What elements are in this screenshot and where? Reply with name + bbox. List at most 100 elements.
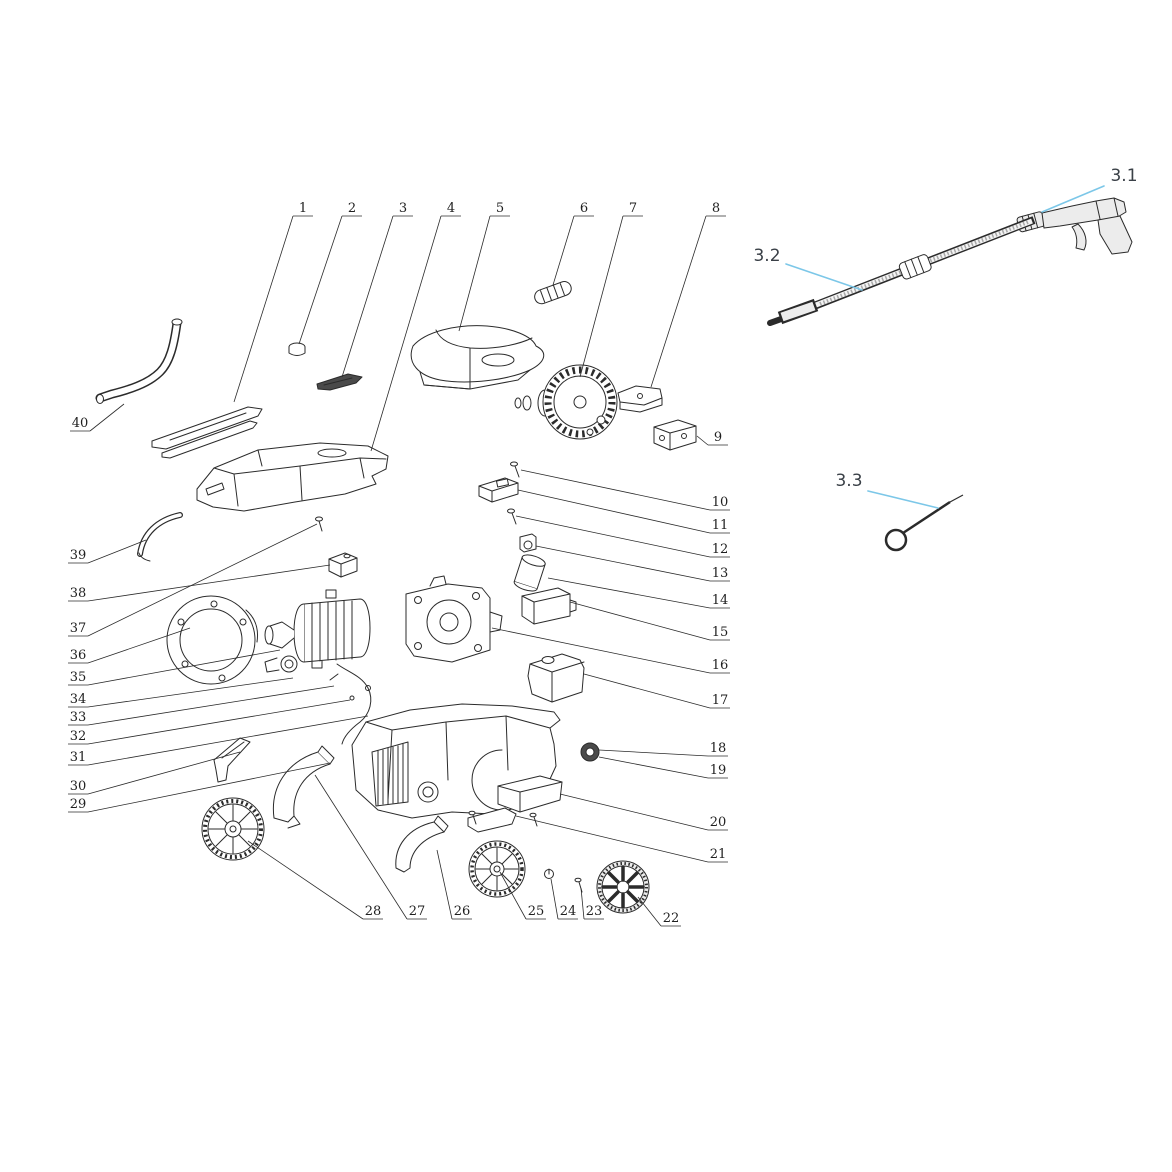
part-plug-24 <box>544 868 554 879</box>
callout-number-11: 11 <box>712 518 729 533</box>
callout-number-36: 36 <box>70 648 87 663</box>
callout-number-29: 29 <box>70 797 87 812</box>
callout-30: 30 <box>68 751 241 795</box>
part-bottom-cover-21 <box>467 807 538 833</box>
section-labels-layer: 3.1 3.2 3.3 <box>753 166 1138 509</box>
section-number-3.1: 3.1 <box>1110 166 1137 186</box>
callout-29: 29 <box>68 762 331 813</box>
part-top-cover <box>410 325 545 390</box>
callout-36: 36 <box>68 627 191 664</box>
part-wheel-front <box>468 840 526 898</box>
callout-23: 23 <box>580 887 604 920</box>
callout-number-27: 27 <box>409 904 426 919</box>
callout-number-18: 18 <box>710 741 727 756</box>
callout-number-8: 8 <box>712 201 720 216</box>
callout-5: 5 <box>458 201 510 332</box>
callout-number-7: 7 <box>629 201 637 216</box>
part-bracket-9 <box>653 419 697 451</box>
part-strap <box>137 512 183 562</box>
callout-14: 14 <box>547 577 730 609</box>
part-cap <box>288 342 306 356</box>
part-cap-knob <box>580 742 600 762</box>
callout-1: 1 <box>233 201 313 403</box>
callout-number-17: 17 <box>712 693 729 708</box>
callout-22: 22 <box>637 896 681 927</box>
part-capacitor-14 <box>513 554 546 592</box>
callout-9: 9 <box>696 430 728 446</box>
callout-4: 4 <box>370 201 461 452</box>
part-pump-bracket <box>405 575 503 663</box>
callout-number-9: 9 <box>714 430 722 445</box>
callout-number-1: 1 <box>299 201 307 216</box>
part-motor <box>264 589 371 673</box>
callout-number-31: 31 <box>70 750 87 765</box>
callout-17: 17 <box>583 673 730 709</box>
part-lance <box>767 216 1036 326</box>
part-switch-box-38 <box>328 552 358 578</box>
part-handle-grip <box>151 406 263 459</box>
part-detergent-tank <box>527 653 585 703</box>
callout-37: 37 <box>68 523 318 637</box>
section-label-3.1: 3.1 <box>1041 166 1138 213</box>
part-upper-housing <box>196 442 389 512</box>
callout-6: 6 <box>552 201 594 286</box>
callout-20: 20 <box>559 793 728 831</box>
part-tray-15 <box>521 587 577 625</box>
callout-number-30: 30 <box>70 779 87 794</box>
part-bracket-8 <box>617 385 663 413</box>
callout-16: 16 <box>491 627 730 674</box>
callout-number-10: 10 <box>712 495 729 510</box>
part-hose-reel <box>514 364 618 440</box>
callout-number-25: 25 <box>528 904 545 919</box>
callout-number-34: 34 <box>70 692 87 707</box>
callout-33: 33 <box>68 685 335 726</box>
callout-number-40: 40 <box>72 416 89 431</box>
callout-15: 15 <box>569 601 730 641</box>
callout-number-16: 16 <box>712 658 729 673</box>
part-cleaning-pin <box>884 494 964 552</box>
callout-10: 10 <box>520 469 730 511</box>
part-fender-27 <box>272 745 335 829</box>
callout-number-3: 3 <box>399 201 407 216</box>
callout-number-12: 12 <box>712 542 729 557</box>
callout-number-32: 32 <box>70 729 87 744</box>
section-number-3.3: 3.3 <box>835 471 862 491</box>
part-screw-37 <box>315 516 323 532</box>
callout-number-6: 6 <box>580 201 588 216</box>
callout-13: 13 <box>535 545 730 582</box>
exploded-art-layer <box>95 197 1133 914</box>
callout-number-23: 23 <box>586 904 603 919</box>
callout-number-5: 5 <box>496 201 504 216</box>
callout-number-22: 22 <box>663 911 680 926</box>
part-spray-gun <box>1016 197 1133 255</box>
callout-19: 19 <box>598 756 728 779</box>
part-screw-12 <box>507 508 517 525</box>
callout-2: 2 <box>298 201 362 345</box>
callout-38: 38 <box>68 564 331 602</box>
section-number-3.2: 3.2 <box>753 246 780 266</box>
callout-26: 26 <box>436 849 472 920</box>
part-bottom-cover-20 <box>497 775 563 813</box>
callout-18: 18 <box>598 741 728 757</box>
part-motor-housing <box>166 595 258 685</box>
callout-28: 28 <box>247 840 383 920</box>
callout-number-2: 2 <box>348 201 356 216</box>
callout-number-39: 39 <box>70 548 87 563</box>
callout-27: 27 <box>314 774 427 920</box>
part-screw-10 <box>510 461 520 478</box>
section-label-3.3: 3.3 <box>835 471 939 509</box>
callout-number-4: 4 <box>447 201 455 216</box>
callout-number-15: 15 <box>712 625 729 640</box>
callout-35: 35 <box>68 649 281 686</box>
part-wheel-left <box>201 797 265 861</box>
callout-12: 12 <box>515 515 730 558</box>
callout-21: 21 <box>515 815 728 863</box>
part-bracket-29 <box>213 737 251 783</box>
part-clamp-13 <box>519 533 537 553</box>
callout-3: 3 <box>341 201 413 378</box>
callout-number-37: 37 <box>70 621 87 636</box>
part-handle-tube <box>95 318 183 404</box>
